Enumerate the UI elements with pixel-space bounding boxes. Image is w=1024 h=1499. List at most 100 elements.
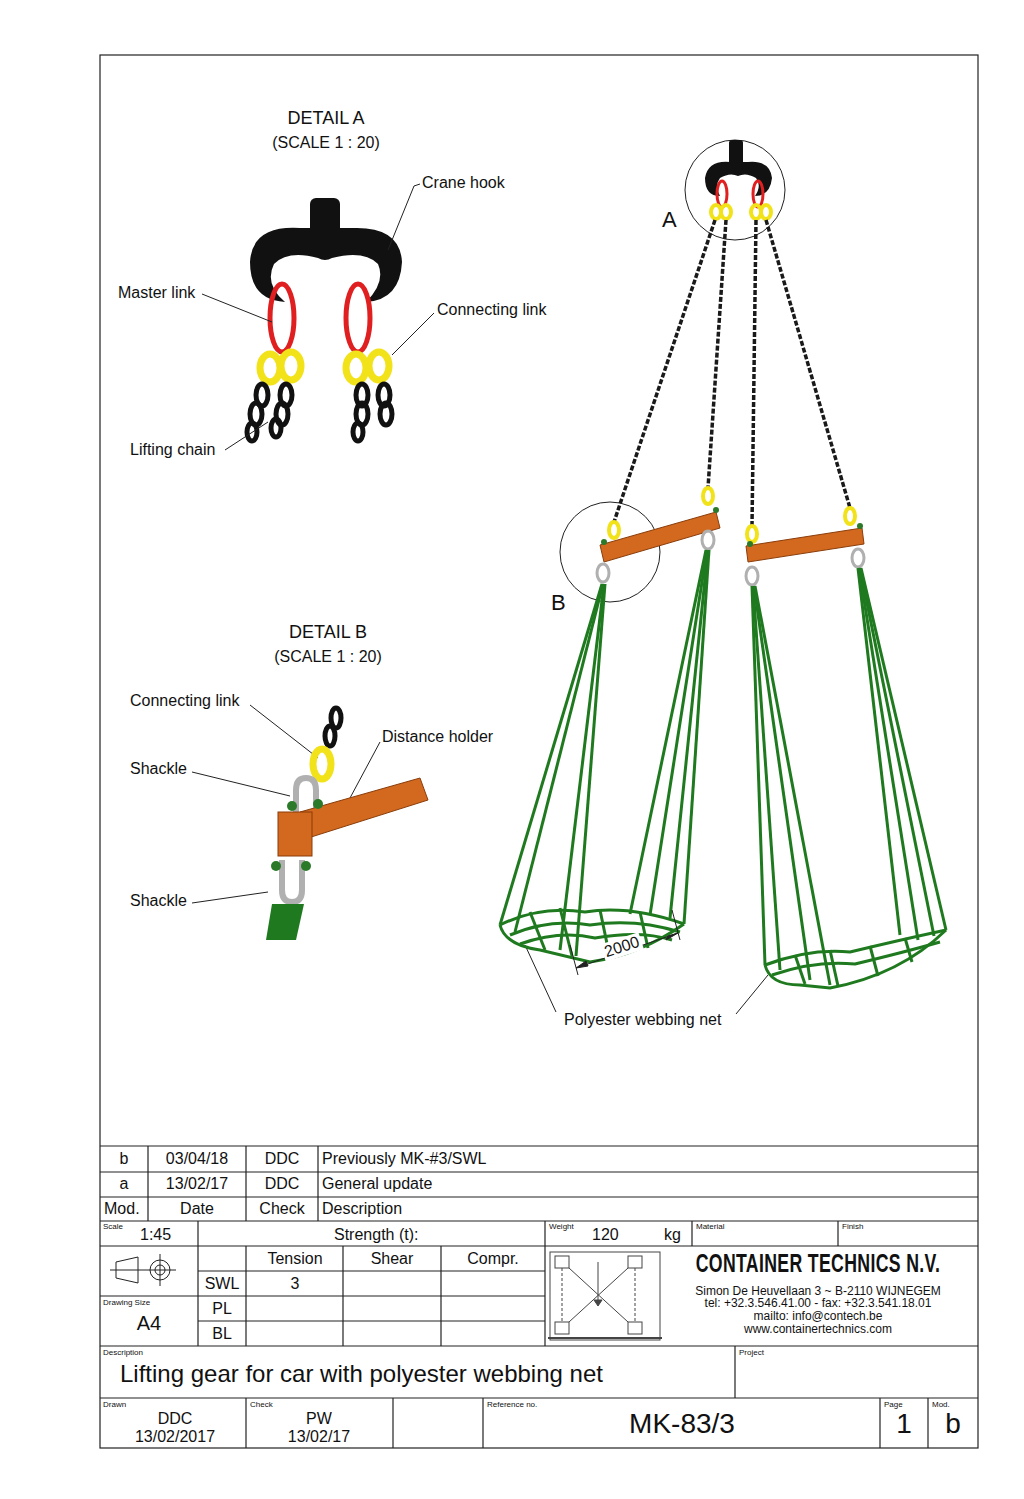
label-text: Drawn — [103, 1400, 126, 1409]
label-text: B — [551, 590, 566, 615]
drawing-part — [369, 352, 389, 380]
drawing-part — [734, 1346, 735, 1398]
label-text: www.containertechnics.com — [744, 1323, 892, 1337]
label-text: Connecting link — [130, 692, 239, 710]
drawing-part — [600, 512, 720, 562]
drawing-part — [392, 313, 434, 355]
label-text: Mod. — [104, 1200, 140, 1218]
label-text: Mod. — [932, 1400, 950, 1409]
label-text: a — [120, 1175, 129, 1193]
drawing-part — [202, 294, 272, 322]
drawing-part — [300, 778, 428, 838]
drawing-part — [282, 860, 302, 902]
drawing-part — [747, 526, 757, 542]
drawing-part — [548, 1337, 662, 1339]
label-text: Date — [180, 1200, 214, 1218]
label-text: Reference no. — [487, 1400, 537, 1409]
drawing-part — [685, 140, 785, 240]
drawing-part — [271, 861, 281, 871]
label-text: BL — [212, 1325, 232, 1343]
drawing-part — [100, 1220, 978, 1221]
label-text: Tension — [267, 1250, 322, 1268]
drawing-part — [736, 975, 768, 1014]
drawing-part — [754, 586, 810, 980]
drawing-part — [628, 1256, 642, 1268]
projection-symbol — [110, 1254, 176, 1286]
label-text: 03/04/18 — [166, 1150, 228, 1168]
label-text: 1 — [896, 1408, 912, 1440]
label-text: Connecting link — [437, 301, 546, 319]
label-text: Shear — [371, 1250, 414, 1268]
label-text: CONTAINER TECHNICS N.V. — [696, 1249, 941, 1279]
label-text: 13/02/2017 — [135, 1428, 215, 1446]
drawing-part — [350, 742, 380, 798]
label-text: Page — [884, 1400, 903, 1409]
drawing-part — [245, 1398, 246, 1448]
label-text: Drawing Size — [103, 1298, 150, 1307]
label-text: MK-83/3 — [629, 1408, 735, 1440]
label-text: Polyester webbing net — [562, 1011, 723, 1029]
drawing-part — [245, 1146, 246, 1221]
frame — [100, 55, 978, 1448]
drawing-part — [515, 584, 603, 932]
drawing-part — [614, 220, 850, 526]
drawing-part — [100, 55, 978, 1448]
drawing-part — [614, 220, 715, 522]
drawing-part — [482, 1398, 483, 1448]
label-text: b — [120, 1150, 129, 1168]
drawing-part — [691, 1221, 692, 1246]
label-text: 3 — [291, 1275, 300, 1293]
drawing-part — [555, 1256, 569, 1268]
drawing-part — [860, 568, 934, 936]
label-text: (SCALE 1 : 20) — [274, 648, 382, 666]
label-text: A — [662, 207, 677, 232]
label-text: Finish — [842, 1222, 863, 1231]
drawing-part — [708, 220, 726, 488]
drawing-part — [628, 1322, 642, 1334]
label-text: DDC — [158, 1410, 193, 1428]
drawing-part — [703, 488, 713, 504]
drawing-part — [260, 354, 280, 382]
label-text: Compr. — [467, 1250, 519, 1268]
drawing-part — [225, 422, 268, 450]
label-text: SWL — [205, 1275, 240, 1293]
drawing-part — [630, 550, 706, 914]
drawing-part — [388, 184, 420, 250]
drawing-part — [281, 352, 301, 380]
label-text: Lifting gear for car with polyester webb… — [120, 1360, 603, 1388]
drawing-part — [761, 205, 771, 219]
label-text: kg — [664, 1226, 681, 1244]
drawing-part — [325, 726, 335, 746]
label-text: Check — [259, 1200, 304, 1218]
drawing-part — [500, 550, 946, 988]
drawing-part — [266, 904, 304, 940]
label-text: Shackle — [130, 892, 187, 910]
drawing-part — [830, 950, 838, 986]
label-text: 120 — [592, 1226, 619, 1244]
drawing-part — [859, 568, 918, 940]
drawing-part — [160, 1254, 161, 1286]
label-text: Description — [103, 1348, 143, 1357]
label-text: Weight — [549, 1222, 574, 1231]
label-text: Shackle — [130, 760, 187, 778]
drawing-part — [278, 812, 312, 856]
drawing-part — [100, 1245, 978, 1246]
drawing-part — [100, 1171, 978, 1172]
drawing-part — [313, 799, 323, 809]
drawing-part — [260, 352, 389, 382]
drawing-part — [858, 568, 900, 935]
drawing-part — [879, 1398, 880, 1448]
drawing-part — [870, 946, 878, 976]
drawing-part — [271, 419, 281, 437]
label-text: Strength (t): — [334, 1226, 418, 1244]
drawing-part — [392, 1398, 393, 1448]
drawing-part — [555, 1322, 569, 1334]
label-text: mailto: info@contech.be — [754, 1310, 883, 1324]
drawing-part — [927, 1398, 928, 1448]
label-text: Distance holder — [382, 728, 493, 746]
drawing-part — [270, 284, 294, 352]
drawing-part — [353, 423, 363, 441]
label-text: DETAIL A — [287, 108, 364, 129]
drawing-part — [755, 586, 830, 985]
drawing-part — [530, 912, 545, 950]
